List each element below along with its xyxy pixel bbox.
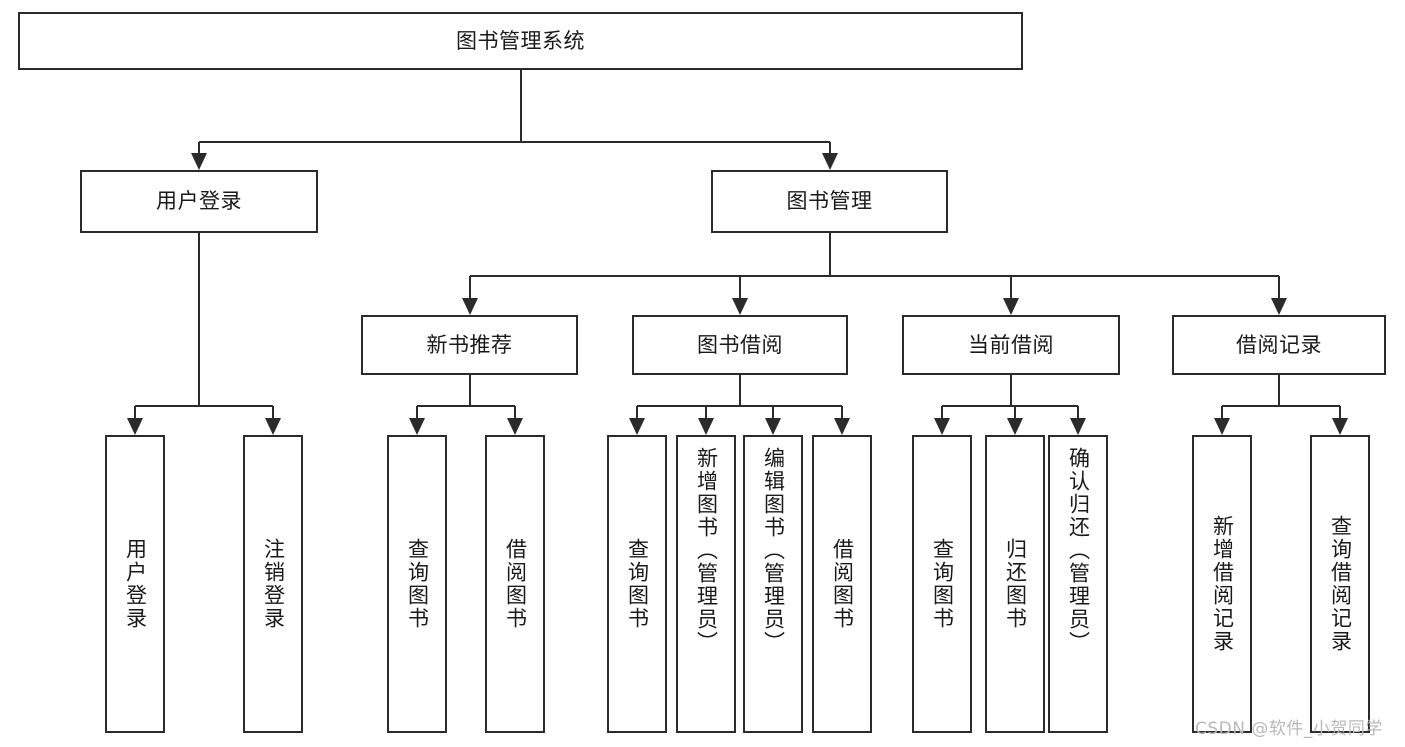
connector-1-drop-3 bbox=[841, 406, 843, 418]
leaf-query-book-newbook[interactable]: 查询图书 bbox=[387, 435, 447, 733]
connector-bm-to-new-book bbox=[468, 276, 471, 298]
arrowhead-1-drop-0 bbox=[629, 418, 645, 435]
arrowhead-3-drop-0 bbox=[1214, 418, 1230, 435]
connector-root-bus bbox=[199, 141, 830, 143]
leaf-logout[interactable]: 注销登录 bbox=[243, 435, 303, 733]
arrowhead-bm-to-current-borrow bbox=[1003, 298, 1019, 315]
leaf-label: 借阅图书 bbox=[830, 538, 855, 630]
connector-2-drop-0 bbox=[941, 406, 943, 418]
connector-0-drop-0 bbox=[416, 406, 418, 418]
arrowhead-1-drop-2 bbox=[765, 418, 781, 435]
connector-2-bus bbox=[942, 405, 1078, 407]
leaf-label: 查询图书 bbox=[405, 538, 430, 630]
node-label: 借阅记录 bbox=[1236, 332, 1322, 357]
connector-3-stem bbox=[1278, 375, 1280, 406]
leaf-label: 新增借阅记录 bbox=[1210, 515, 1235, 653]
connector-bm-to-borrow-record bbox=[1278, 276, 1280, 298]
connector-2-stem bbox=[1010, 375, 1012, 406]
connector-0-stem bbox=[468, 375, 471, 406]
node-book-borrow[interactable]: 图书借阅 bbox=[632, 315, 848, 375]
connector-1-stem bbox=[739, 375, 741, 406]
node-new-book-recommend[interactable]: 新书推荐 bbox=[361, 315, 578, 375]
arrowhead-3-drop-1 bbox=[1332, 418, 1348, 435]
arrowhead-bm-to-book-borrow bbox=[732, 298, 748, 315]
connector-1-drop-2 bbox=[772, 406, 774, 418]
arrowhead-user-login-to-leaf-0 bbox=[127, 418, 143, 435]
leaf-query-borrow-record[interactable]: 查询借阅记录 bbox=[1310, 435, 1370, 733]
connector-user-login-stem bbox=[198, 233, 200, 406]
node-user-login[interactable]: 用户登录 bbox=[80, 170, 318, 233]
leaf-query-book-borrow[interactable]: 查询图书 bbox=[607, 435, 667, 733]
connector-1-bus bbox=[637, 405, 842, 407]
connector-3-drop-0 bbox=[1221, 406, 1223, 418]
arrowhead-2-drop-0 bbox=[934, 418, 950, 435]
connector-user-login-bus bbox=[135, 405, 273, 407]
node-label: 当前借阅 bbox=[968, 332, 1054, 357]
leaf-label: 用户登录 bbox=[123, 538, 148, 630]
leaf-label: 借阅图书 bbox=[503, 538, 528, 630]
arrowhead-0-drop-0 bbox=[409, 418, 425, 435]
arrowhead-bm-to-borrow-record bbox=[1271, 298, 1287, 315]
leaf-add-book-admin[interactable]: 新增图书（管理员） bbox=[676, 435, 736, 733]
leaf-borrow-book-newbook[interactable]: 借阅图书 bbox=[485, 435, 545, 733]
node-label: 图书管理 bbox=[786, 189, 873, 214]
node-label: 图书管理系统 bbox=[456, 28, 585, 53]
arrowhead-2-drop-2 bbox=[1070, 418, 1086, 435]
arrowhead-root-to-user-login bbox=[191, 153, 207, 170]
leaf-add-borrow-record[interactable]: 新增借阅记录 bbox=[1192, 435, 1252, 733]
leaf-label: 查询借阅记录 bbox=[1328, 515, 1353, 653]
connector-1-drop-0 bbox=[636, 406, 638, 418]
connector-0-bus bbox=[417, 405, 515, 407]
leaf-label: 归还图书 bbox=[1003, 538, 1028, 630]
arrowhead-bm-to-new-book bbox=[461, 298, 478, 315]
connector-root-stem bbox=[519, 70, 522, 142]
connector-2-drop-2 bbox=[1077, 406, 1079, 418]
connector-root-to-book-management bbox=[828, 142, 831, 153]
node-current-borrow[interactable]: 当前借阅 bbox=[902, 315, 1120, 375]
arrowhead-root-to-book-management bbox=[821, 153, 838, 170]
arrowhead-1-drop-1 bbox=[698, 418, 714, 435]
connector-bm-to-book-borrow bbox=[739, 276, 741, 298]
arrowhead-1-drop-3 bbox=[834, 418, 850, 435]
connector-1-drop-1 bbox=[705, 406, 707, 418]
connector-book-management-stem bbox=[828, 233, 831, 276]
node-book-management[interactable]: 图书管理 bbox=[711, 170, 948, 233]
leaf-confirm-return-admin[interactable]: 确认归还（管理员） bbox=[1048, 435, 1108, 733]
arrowhead-2-drop-1 bbox=[1007, 418, 1023, 435]
connector-3-drop-1 bbox=[1339, 406, 1341, 418]
connector-2-drop-1 bbox=[1014, 406, 1016, 418]
leaf-label: 查询图书 bbox=[930, 538, 955, 630]
leaf-edit-book-admin[interactable]: 编辑图书（管理员） bbox=[743, 435, 803, 733]
leaf-query-book-current[interactable]: 查询图书 bbox=[912, 435, 972, 733]
leaf-label: 新增图书（管理员） bbox=[694, 447, 719, 654]
connector-user-login-to-leaf-0 bbox=[134, 406, 136, 418]
node-label: 新书推荐 bbox=[426, 332, 513, 357]
leaf-label: 编辑图书（管理员） bbox=[761, 447, 786, 654]
arrowhead-0-drop-1 bbox=[507, 418, 523, 435]
connector-3-bus bbox=[1222, 405, 1340, 407]
node-label: 用户登录 bbox=[156, 189, 242, 214]
node-borrow-record[interactable]: 借阅记录 bbox=[1172, 315, 1386, 375]
leaf-borrow-book[interactable]: 借阅图书 bbox=[812, 435, 872, 733]
leaf-label: 查询图书 bbox=[625, 538, 650, 630]
connector-book-management-bus bbox=[469, 275, 1279, 277]
leaf-label: 确认归还（管理员） bbox=[1066, 447, 1091, 654]
node-root-book-management-system[interactable]: 图书管理系统 bbox=[18, 12, 1023, 70]
leaf-label: 注销登录 bbox=[261, 538, 286, 630]
connector-root-to-user-login bbox=[198, 142, 200, 153]
arrowhead-user-login-to-leaf-1 bbox=[265, 418, 281, 435]
leaf-user-login[interactable]: 用户登录 bbox=[105, 435, 165, 733]
connector-user-login-to-leaf-1 bbox=[272, 406, 274, 418]
csdn-watermark: CSDN @软件_小贺同学 bbox=[1195, 719, 1383, 739]
node-label: 图书借阅 bbox=[697, 332, 783, 357]
leaf-return-book[interactable]: 归还图书 bbox=[985, 435, 1045, 733]
connector-bm-to-current-borrow bbox=[1010, 276, 1012, 298]
connector-0-drop-1 bbox=[514, 406, 516, 418]
